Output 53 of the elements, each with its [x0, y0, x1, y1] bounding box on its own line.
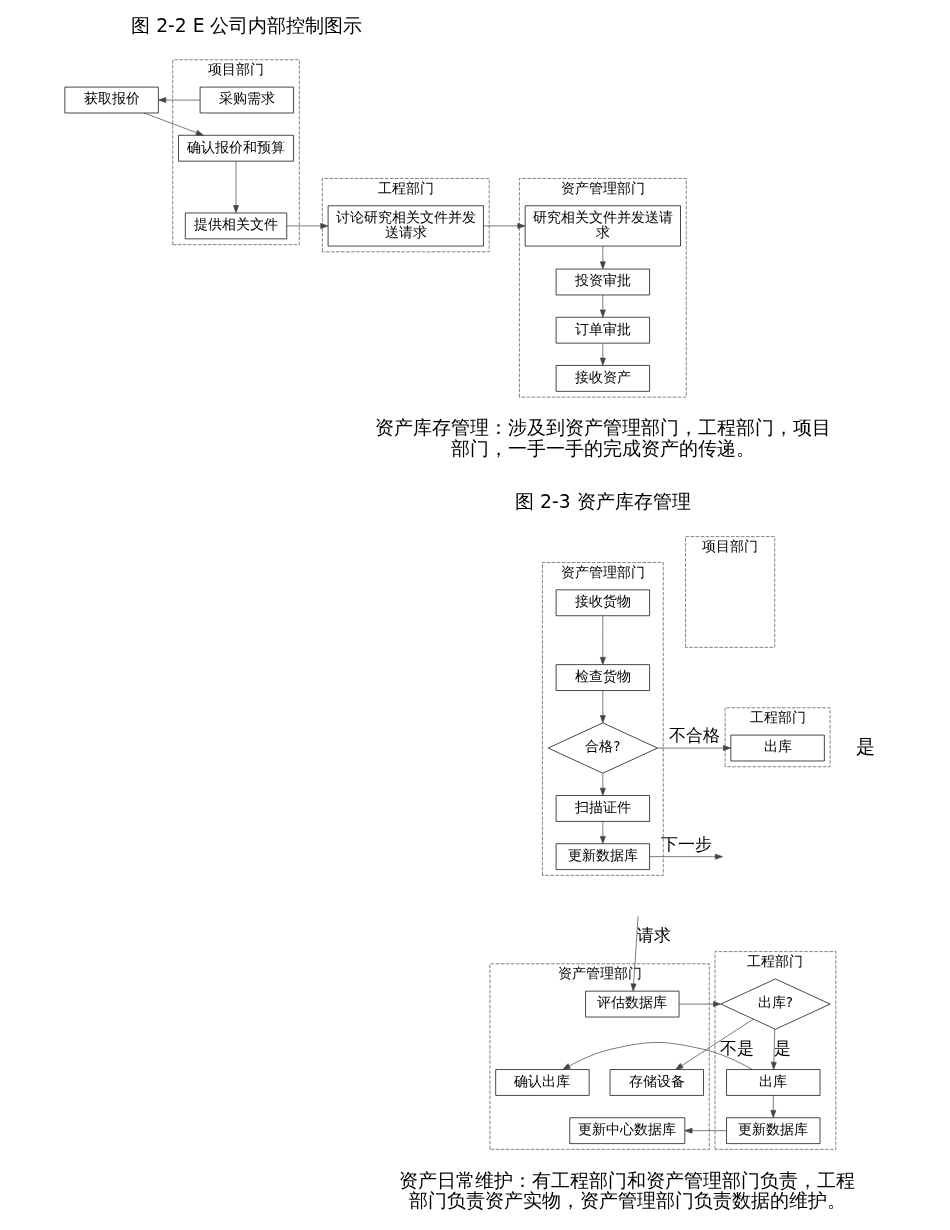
arrow	[483, 223, 526, 229]
node-box: 更新数据库	[726, 1117, 821, 1144]
arrow	[649, 853, 723, 860]
node-box: 获取报价	[64, 86, 159, 114]
arrow	[678, 1001, 721, 1007]
node-box: 确认报价和预算	[178, 134, 294, 162]
node-box: 存储设备	[609, 1069, 704, 1096]
label: 图 2-2 E 公司内部控制图示	[131, 14, 363, 36]
arrow	[684, 1127, 727, 1134]
node-box: 出库	[730, 734, 825, 762]
arrow	[675, 1018, 754, 1070]
node-box: 接收货物	[555, 589, 650, 617]
node-box: 出库	[726, 1069, 821, 1096]
arrow	[599, 773, 606, 796]
label: 是	[855, 735, 875, 757]
label: 图 2-3 资产库存管理	[515, 491, 691, 513]
node-box: 投资审批	[555, 268, 650, 296]
arrow	[286, 223, 329, 229]
node-box: 更新中心数据库	[569, 1117, 686, 1144]
arrow	[562, 1042, 753, 1070]
node-box: 采购需求	[199, 86, 294, 114]
node-box: 更新数据库	[555, 843, 650, 870]
node-box: 研究相关文件并发送请求	[524, 205, 681, 247]
edge-label: 不合格	[668, 725, 720, 745]
arrow	[599, 690, 606, 724]
node-box: 评估数据库	[585, 990, 680, 1018]
node-box: 检查货物	[555, 664, 650, 691]
node-box: 接收资产	[555, 365, 650, 392]
arrow	[599, 615, 606, 665]
edge-label: 请求	[637, 924, 672, 945]
node-diamond: 合格?	[547, 722, 658, 774]
arrow	[233, 160, 239, 214]
arrow	[143, 112, 204, 136]
node-box: 订单审批	[555, 316, 650, 344]
node-box: 项目部门	[685, 536, 776, 648]
label: 资产库存管理：涉及到资产管理部门，工程部门，项目部门，一手一手的完成资产的传递。	[374, 417, 831, 460]
node-box: 提供相关文件	[185, 212, 288, 240]
arrow	[599, 342, 606, 366]
arrow	[599, 294, 606, 318]
label: 资产日常维护：有工程部门和资产管理部门负责，工程部门负责资产实物，资产管理部门负责数据的维护。	[399, 1169, 856, 1212]
edge-label: 不是	[719, 1037, 754, 1058]
arrow	[630, 916, 639, 992]
node-diamond: 出库?	[720, 978, 831, 1030]
arrow	[158, 97, 201, 103]
arrow	[599, 821, 606, 844]
node-box: 讨论研究相关文件并发送请求	[327, 205, 484, 247]
arrow	[770, 1028, 777, 1070]
edge-label: 是	[774, 1037, 792, 1058]
arrow	[599, 245, 606, 270]
arrow	[657, 745, 731, 751]
node-box: 确认出库	[495, 1069, 590, 1096]
node-box: 扫描证件	[555, 795, 650, 822]
arrow	[770, 1095, 777, 1118]
